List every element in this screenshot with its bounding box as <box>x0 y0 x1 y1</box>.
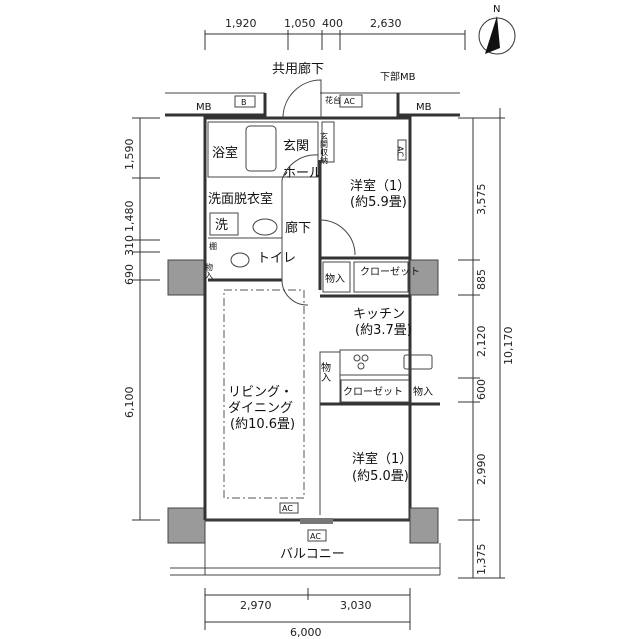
kitchen-name: キッチン <box>353 307 405 322</box>
dim-bottom-total: 6,000 <box>290 626 322 639</box>
dim-right-5: 2,990 <box>475 454 488 486</box>
dim-left-4: 690 <box>123 264 136 285</box>
mb-left-label: MB <box>196 102 212 113</box>
top-dimensions: 1,920 1,050 400 2,630 <box>204 17 466 50</box>
lower-mb-label: 下部MB <box>380 70 416 83</box>
dim-left-2: 1,480 <box>123 201 136 233</box>
dim-top-2: 1,050 <box>284 17 316 30</box>
dim-right-6: 1,375 <box>475 544 488 576</box>
closet-2-label: クローゼット <box>343 386 403 398</box>
right-dimensions: 3,575 885 2,120 600 2,990 1,375 10,170 <box>458 108 515 579</box>
north-label: N <box>493 4 500 15</box>
dim-left-3: 310 <box>123 235 136 256</box>
sink-icon <box>252 218 278 236</box>
western-room-2-size: (約5.0畳) <box>352 469 409 484</box>
dim-bottom-1: 2,970 <box>240 599 272 612</box>
ac-balcony-label: AC <box>310 532 321 541</box>
dim-right-3: 2,120 <box>475 326 488 358</box>
living-name-2: ダイニング <box>228 401 293 416</box>
bathtub-icon <box>245 125 277 172</box>
kitchen-counter <box>339 349 411 376</box>
bathroom-label: 浴室 <box>212 145 238 161</box>
living-furniture-outline <box>223 289 305 499</box>
kitchen-sink-icon <box>403 354 433 370</box>
toilet-icon <box>230 252 250 268</box>
living-name-1: リビング・ <box>228 385 293 400</box>
corridor-label: 廊下 <box>285 220 311 236</box>
western-room-1-name: 洋室（1） <box>350 178 410 194</box>
closet-1-label: クローゼット <box>360 266 420 278</box>
toilet-storage-label: 物入 <box>205 262 214 279</box>
living-size: (約10.6畳) <box>230 417 295 432</box>
entrance-label: 玄関 <box>283 139 309 154</box>
dim-top-4: 2,630 <box>370 17 402 30</box>
shelf-label: 棚 <box>209 241 217 251</box>
dim-top-1: 1,920 <box>225 17 257 30</box>
entrance-storage-label: 玄関収納 <box>320 131 329 165</box>
hall-label: ホール <box>283 166 322 181</box>
dim-right-1: 3,575 <box>475 184 488 216</box>
north-compass-icon: N <box>478 4 516 55</box>
western-room-1-size: (約5.9畳) <box>350 195 407 210</box>
flower-stand-label: 花台 <box>325 95 341 105</box>
stove-icon <box>353 354 361 362</box>
dim-bottom-2: 3,030 <box>340 599 372 612</box>
storage-3-label: 物入 <box>413 385 433 398</box>
dim-left-1: 1,590 <box>123 139 136 171</box>
storage-2-label: 物入 <box>319 361 331 382</box>
ac-room-label: AC <box>396 146 405 157</box>
toilet-label: トイレ <box>257 251 296 266</box>
dim-right-2: 885 <box>475 269 488 290</box>
kitchen-size: (約3.7畳) <box>355 323 412 338</box>
balcony-label: バルコニー <box>280 547 345 562</box>
ac-living-label: AC <box>282 504 293 513</box>
entrance-door[interactable] <box>282 79 322 119</box>
mb-right-label: MB <box>416 102 432 113</box>
dim-left-5: 6,100 <box>123 387 136 419</box>
left-dimensions: 1,590 1,480 310 690 6,100 <box>123 117 160 521</box>
washroom-label: 洗面脱衣室 <box>208 191 273 207</box>
western-room-2-name: 洋室（1） <box>352 451 412 467</box>
ac-top-label: AC <box>344 97 355 106</box>
bottom-dimensions: 2,970 3,030 6,000 <box>204 588 411 639</box>
storage-1-label: 物入 <box>325 272 345 285</box>
common-corridor-label: 共用廊下 <box>272 61 324 77</box>
dim-right-4: 600 <box>475 379 488 400</box>
dim-top-3: 400 <box>322 17 343 30</box>
b-box-label: B <box>241 98 247 107</box>
dim-right-total: 10,170 <box>502 327 515 366</box>
washer-label: 洗 <box>215 218 228 233</box>
